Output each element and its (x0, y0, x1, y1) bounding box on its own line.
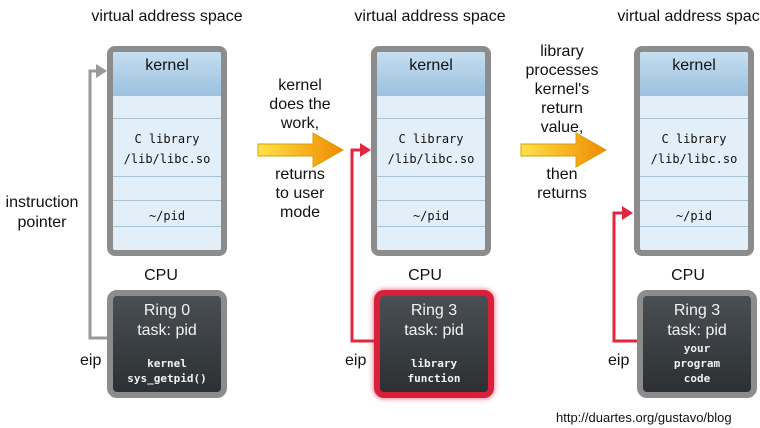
panel3-pointer-line (612, 211, 637, 343)
panel1-pointer-arrowhead (96, 64, 107, 78)
panel1-pointer-line (88, 69, 107, 340)
panel1-address-space: kernel C library /lib/libc.so ~/pid (107, 46, 227, 256)
panel2-clib-name: C library (398, 132, 464, 146)
step2-text-bottom: then returns (537, 166, 587, 202)
panel3-clib-path: /lib/libc.so (650, 152, 738, 166)
panel1-kernel-region: kernel (113, 52, 221, 95)
panel1-cpu-label: CPU (144, 267, 178, 284)
panel1-eip-label: eip (80, 352, 102, 369)
credit-link[interactable]: http://duartes.org/gustavo/blog (556, 410, 732, 425)
panel1-pid-region: ~/pid (148, 209, 186, 223)
panel2-kernel-region: kernel (377, 52, 485, 95)
panel3-clib-name: C library (661, 132, 727, 146)
panel2-cpu: Ring 3 task: pid library function (374, 290, 494, 398)
panel2-clib-path: /lib/libc.so (387, 152, 475, 166)
panel1-task: task: pid (137, 322, 197, 339)
panel3-kernel-region: kernel (640, 52, 748, 95)
panel1-cpu: Ring 0 task: pid kernel sys_getpid() (107, 290, 227, 398)
step2-arrow (520, 132, 608, 168)
panel2-eip-label: eip (345, 352, 367, 369)
panel3-title: virtual address space (617, 8, 760, 25)
panel3-pid-region: ~/pid (675, 209, 713, 223)
panel2-pid-region: ~/pid (412, 209, 450, 223)
panel2-title: virtual address space (354, 8, 506, 25)
step1-text-top: kernel does the work, (269, 77, 331, 132)
panel2-pointer-line (350, 148, 374, 343)
panel3-cpu-label: CPU (671, 267, 705, 284)
panel3-cpu: Ring 3 task: pid your program code (637, 290, 757, 398)
instruction-pointer-label: instruction pointer (5, 194, 79, 231)
panel2-ring: Ring 3 (410, 302, 458, 319)
panel3-ring: Ring 3 (673, 302, 721, 319)
panel1-clib-name: C library (134, 132, 200, 146)
step2-text-top: library processes kernel's return value, (525, 43, 599, 136)
panel3-address-space: kernel C library /lib/libc.so ~/pid (634, 46, 754, 256)
panel2-code: library function (407, 357, 461, 385)
panel2-address-space: kernel C library /lib/libc.so ~/pid (371, 46, 491, 256)
panel1-code: kernel sys_getpid() (127, 357, 207, 385)
panel2-cpu-label: CPU (408, 267, 442, 284)
panel1-clib-path: /lib/libc.so (123, 152, 211, 166)
panel3-pointer-arrowhead (622, 206, 633, 220)
panel1-ring: Ring 0 (143, 302, 191, 319)
step1-arrow (257, 132, 345, 168)
panel3-task: task: pid (667, 322, 727, 339)
panel3-code: your program code (673, 342, 721, 385)
panel3-eip-label: eip (608, 352, 630, 369)
panel2-task: task: pid (404, 322, 464, 339)
panel1-title: virtual address space (91, 8, 243, 25)
panel2-pointer-arrowhead (360, 143, 371, 157)
step1-text-bottom: returns to user mode (275, 166, 325, 221)
